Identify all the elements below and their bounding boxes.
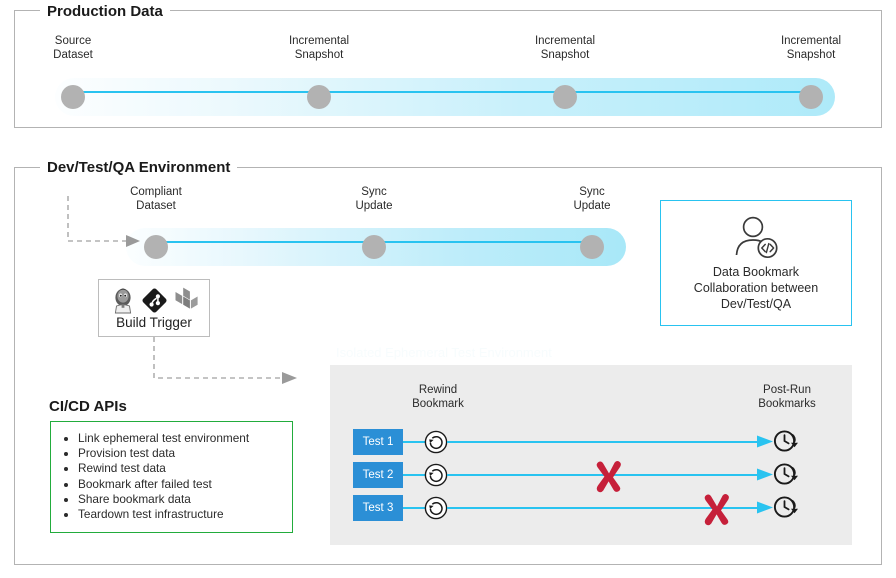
devtestqa-frame	[14, 167, 882, 565]
collaboration-line3: Dev/Test/QA	[720, 297, 792, 311]
test-row-label[interactable]: Test 2	[353, 462, 403, 488]
arrow-head-icon	[757, 501, 773, 514]
production-node	[553, 85, 577, 109]
arrow-head-icon	[757, 468, 773, 481]
cicd-api-item: Share bookmark data	[78, 492, 284, 507]
production-node	[307, 85, 331, 109]
rewind-icon[interactable]	[424, 496, 448, 520]
production-node	[61, 85, 85, 109]
test-run-line	[447, 441, 767, 443]
production-timeline-band	[55, 78, 835, 116]
rewind-icon[interactable]	[424, 430, 448, 454]
build-trigger-to-tests-arrow	[153, 337, 297, 384]
collaboration-line2: Collaboration between	[693, 281, 819, 295]
production-node-label: Incremental Snapshot	[515, 35, 615, 62]
build-trigger-label: Build Trigger	[116, 315, 192, 330]
rewind-icon[interactable]	[424, 463, 448, 487]
node-label-line1: Incremental	[780, 35, 842, 47]
isolated-environment-watermark: Isolated Ephemeral Test Environment	[336, 345, 552, 360]
x-mark-icon	[704, 493, 729, 526]
test-run-line	[403, 507, 425, 509]
devtestqa-node	[362, 235, 386, 259]
production-data-frame	[14, 10, 882, 128]
test-run-panel	[330, 365, 852, 545]
node-label-line1: Sync	[579, 186, 605, 198]
node-label-line1: Incremental	[288, 35, 350, 47]
postrun-bookmarks-header: Post-Run Bookmarks	[737, 384, 837, 411]
devtestqa-node	[580, 235, 604, 259]
node-label-line2: Snapshot	[786, 48, 836, 61]
developer-code-icon	[735, 216, 778, 259]
node-label-line2: Update	[355, 199, 393, 212]
arrow-head-icon	[757, 435, 773, 448]
collaboration-line1: Data Bookmark	[712, 265, 800, 279]
rewind-bookmark-header: Rewind Bookmark	[388, 384, 488, 411]
build-trigger-box[interactable]: Build Trigger	[98, 279, 210, 337]
devtestqa-node-label: Sync Update	[542, 186, 642, 213]
node-label-line2: Snapshot	[540, 48, 590, 61]
rewind-header-line1: Rewind	[418, 384, 458, 396]
node-label-line2: Snapshot	[294, 48, 344, 61]
collaboration-text: Data Bookmark Collaboration between Dev/…	[694, 264, 818, 312]
cicd-apis-list: Link ephemeral test environment Provisio…	[51, 422, 292, 531]
production-node-label: Incremental Snapshot	[269, 35, 369, 62]
rewind-header-line2: Bookmark	[412, 397, 464, 410]
clock-history-icon[interactable]	[773, 494, 799, 520]
test-run-line	[447, 507, 767, 509]
node-label-line2: Dataset	[136, 199, 176, 212]
node-label-line1: Incremental	[534, 35, 596, 47]
build-trigger-icons	[111, 286, 198, 314]
node-label-line1: Sync	[361, 186, 387, 198]
data-bookmark-collaboration-box[interactable]: Data Bookmark Collaboration between Dev/…	[660, 200, 852, 326]
cicd-api-item: Bookmark after failed test	[78, 477, 284, 492]
jenkins-icon	[114, 288, 131, 314]
production-data-label: Production Data	[40, 3, 170, 20]
node-label-line2: Update	[573, 199, 611, 212]
test-row-label[interactable]: Test 1	[353, 429, 403, 455]
devtestqa-node-label: Compliant Dataset	[106, 186, 206, 213]
production-to-dev-arrow	[67, 196, 140, 247]
cicd-apis-box: Link ephemeral test environment Provisio…	[50, 421, 293, 533]
test-row-label[interactable]: Test 3	[353, 495, 403, 521]
node-label-line1: Compliant	[130, 186, 182, 198]
terraform-icon	[175, 287, 198, 309]
clock-history-icon[interactable]	[773, 461, 799, 487]
devtestqa-label: Dev/Test/QA Environment	[40, 159, 238, 176]
cicd-api-item: Link ephemeral test environment	[78, 431, 284, 446]
production-node-label: Source Dataset	[23, 35, 123, 62]
node-label-line2: Dataset	[53, 48, 93, 61]
x-mark-icon	[596, 460, 621, 493]
devtestqa-node	[144, 235, 168, 259]
cicd-apis-title: CI/CD APIs	[49, 398, 127, 415]
cicd-api-item: Provision test data	[78, 446, 284, 461]
postrun-header-line2: Bookmarks	[758, 397, 816, 410]
clock-history-icon[interactable]	[773, 428, 799, 454]
production-node	[799, 85, 823, 109]
test-run-line	[403, 441, 425, 443]
cicd-api-item: Rewind test data	[78, 461, 284, 476]
test-run-line	[403, 474, 425, 476]
cicd-api-item: Teardown test infrastructure	[78, 507, 284, 522]
postrun-header-line1: Post-Run	[763, 384, 811, 396]
devtestqa-node-label: Sync Update	[324, 186, 424, 213]
production-timeline-line	[72, 91, 820, 93]
git-icon	[141, 287, 167, 313]
node-label-line1: Source	[54, 35, 92, 47]
production-node-label: Incremental Snapshot	[761, 35, 861, 62]
